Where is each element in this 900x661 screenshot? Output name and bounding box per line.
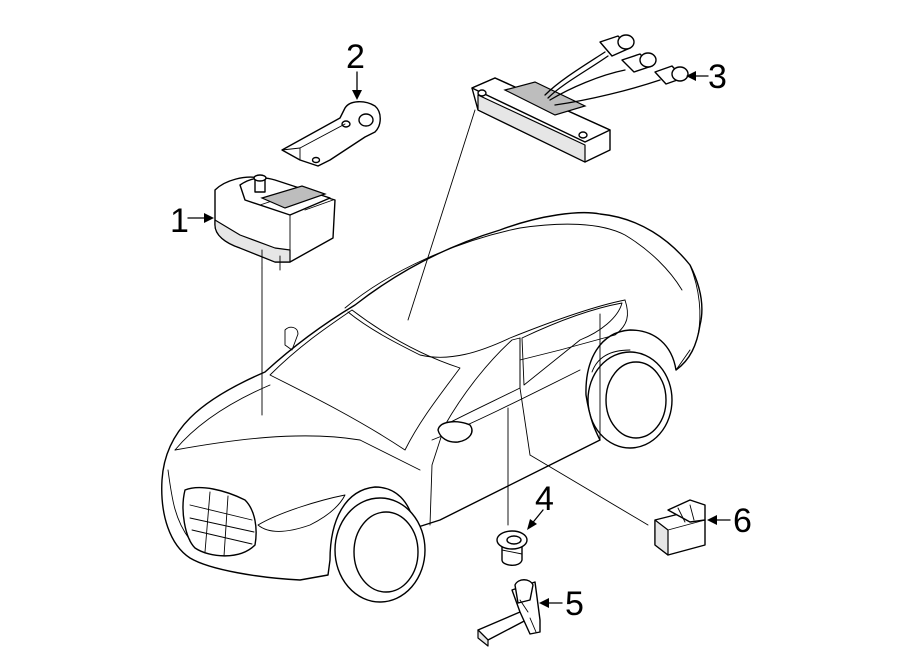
callout-6: 6 xyxy=(733,502,752,540)
headlight xyxy=(257,494,346,532)
front-wheel xyxy=(334,497,426,603)
part-5-sensor xyxy=(477,579,541,647)
front-grille xyxy=(182,486,257,557)
part-2-bracket xyxy=(281,101,381,167)
side-mirror xyxy=(437,421,473,443)
part-3-antenna-module xyxy=(471,34,689,163)
callout-1: 1 xyxy=(170,202,189,240)
callout-4: 4 xyxy=(535,480,554,518)
windshield xyxy=(269,309,461,451)
side-window-rear xyxy=(521,302,623,386)
callout-labels: 1 2 3 4 5 6 xyxy=(170,38,752,623)
vehicle-illustration xyxy=(161,212,703,603)
callout-3: 3 xyxy=(708,58,727,96)
callout-2: 2 xyxy=(346,38,365,76)
rear-wheel xyxy=(587,349,673,449)
part-4-grommet xyxy=(496,530,528,566)
side-window-front xyxy=(444,337,521,426)
leader-lines xyxy=(187,71,731,608)
part-1-control-module xyxy=(214,174,336,271)
roof-line xyxy=(344,223,683,309)
callout-5: 5 xyxy=(565,585,584,623)
part-6-switch-module xyxy=(654,499,706,556)
